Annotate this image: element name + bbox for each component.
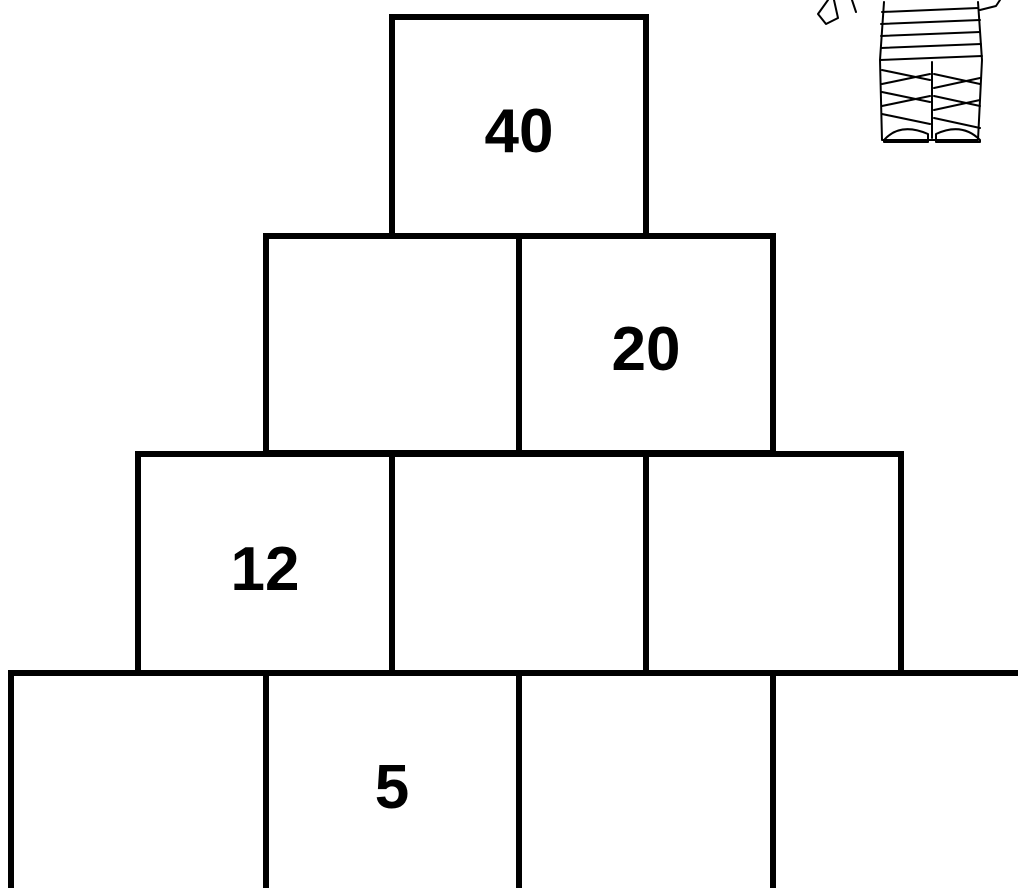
pyramid-cell-value: 40 xyxy=(485,97,554,166)
pyramid-cell-value: 20 xyxy=(612,315,681,384)
pyramid-cell[interactable] xyxy=(392,454,646,673)
pyramid-row-3: 12 xyxy=(138,454,901,673)
pyramid-row-2: 20 xyxy=(266,236,773,453)
pyramid-row-1: 40 xyxy=(392,17,646,236)
pyramid-cell[interactable] xyxy=(773,673,1018,888)
pyramid-cell-value: 5 xyxy=(375,753,409,822)
pyramid-row-4: 5 xyxy=(11,673,1018,888)
pyramid-cell-value: 12 xyxy=(231,535,300,604)
mummy-icon xyxy=(818,0,1000,142)
pyramid-cell[interactable] xyxy=(11,673,266,888)
pyramid-cell[interactable] xyxy=(266,236,519,453)
pyramid-cell[interactable] xyxy=(646,454,901,673)
pyramid-cell[interactable] xyxy=(519,673,773,888)
